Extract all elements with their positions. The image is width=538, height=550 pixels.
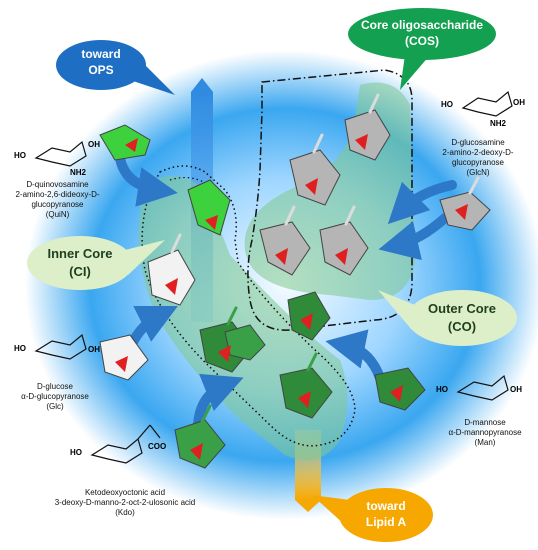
kdo-coo-label: COO <box>148 442 167 451</box>
glcn-ho-label: HO <box>441 100 453 109</box>
chemical-structures <box>34 90 513 464</box>
sugar-label-glc: D-glucose α-D-glucopyranose (Glc) <box>21 382 89 411</box>
callout-ci <box>27 236 165 290</box>
callout-co <box>378 290 517 346</box>
glcn-nh2-label: NH2 <box>490 119 507 128</box>
callout-ops-text: toward OPS <box>81 47 121 77</box>
quin-nh2-label: NH2 <box>70 168 87 177</box>
callout-cos <box>348 8 496 90</box>
quin-sugar-icon <box>99 124 231 236</box>
sugar-label-man: D-mannose α-D-mannopyranose (Man) <box>448 418 522 447</box>
callout-co-text: Outer Core (CO) <box>428 301 496 334</box>
sugar-label-glcn: D-glucosamine 2-amino-2-deoxy-D-glucopyr… <box>442 138 514 177</box>
callout-lipid-a <box>312 488 433 542</box>
kdo-sugar-icon <box>174 324 266 469</box>
glcn-oh-label: OH <box>513 98 525 107</box>
callout-lipid-a-text: toward Lipid A <box>365 499 407 529</box>
callout-ci-text: Inner Core (CI) <box>47 246 113 279</box>
sugar-label-kdo: Ketodeoxyoctonic acid 3-deoxy-D-manno-2-… <box>54 488 196 517</box>
man-oh-label: OH <box>510 385 522 394</box>
red-accents <box>115 134 468 460</box>
sugar-side-chains <box>170 93 480 254</box>
man-ho-label: HO <box>436 385 448 394</box>
glc-oh-label: OH <box>88 345 100 354</box>
callout-cos-text: Core oligosaccharide (COS) <box>360 18 484 48</box>
glc-ho-label: HO <box>14 344 26 353</box>
quin-ho-label: HO <box>14 151 26 160</box>
kdo-ho-label: HO <box>70 448 82 457</box>
quin-oh-label: OH <box>88 140 100 149</box>
callout-ops <box>56 40 175 95</box>
inner-core-outline <box>141 165 356 447</box>
blue-arrows <box>115 153 457 430</box>
sugar-label-quin: D-quinovosamine 2-amino-2,6-dideoxy-D-gl… <box>15 180 100 219</box>
